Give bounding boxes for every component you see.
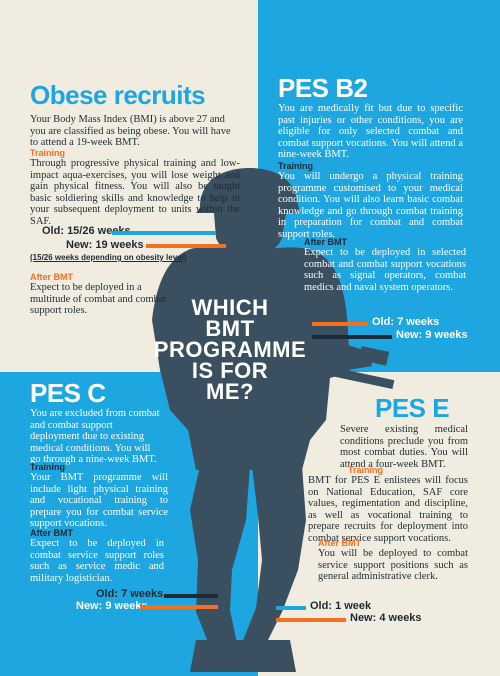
pes-c-new-row: New: 9 weeks [76, 600, 148, 612]
center-title-line-5: ME? [206, 379, 254, 404]
pes-b2-training-label: Training [278, 161, 314, 171]
pes-e-old-row: Old: 1 week [310, 600, 371, 612]
obese-after-label: After BMT [30, 272, 73, 282]
obese-old-label: Old: [42, 225, 64, 237]
pes-e-old-value: 1 week [335, 600, 372, 612]
pes-e-old-bar [276, 606, 306, 610]
pes-c-after-text: Expect to be deployed in combat service … [30, 538, 164, 584]
center-title-line-3: PROGRAMME [153, 337, 307, 362]
obese-after-text: Expect to be deployed in a multitude of … [30, 282, 167, 316]
center-title-line-1: WHICH [191, 295, 269, 320]
pes-c-old-bar [164, 594, 218, 598]
obese-note: (15/26 weeks depending on obesity level) [30, 253, 187, 262]
pes-b2-title: PES B2 [278, 73, 368, 103]
pes-e-training-label: Training [348, 465, 384, 475]
pes-b2-intro: You are medically fit but due to specifi… [278, 103, 463, 160]
obese-title: Obese recruits [30, 80, 206, 110]
pes-b2-after-label: After BMT [304, 237, 347, 247]
pes-b2-new-label: New: [396, 329, 423, 341]
pes-b2-old-row: Old: 7 weeks [372, 316, 439, 328]
pes-c-old-row: Old: 7 weeks [96, 588, 163, 600]
pes-c-after-label: After BMT [30, 528, 73, 538]
obese-old-bar [112, 231, 216, 235]
pes-e-old-label: Old: [310, 600, 332, 612]
obese-new-value: 19 weeks [95, 239, 144, 251]
pes-e-intro: Severe existing medical conditions precl… [340, 424, 468, 470]
pes-e-new-value: 4 weeks [379, 612, 422, 624]
pes-e-new-label: New: [350, 612, 377, 624]
pes-e-after-label: After BMT [318, 538, 361, 548]
pes-c-new-value: 9 weeks [105, 600, 148, 612]
obese-new-label: New: [66, 239, 93, 251]
pes-e-new-row: New: 4 weeks [350, 612, 422, 624]
pes-e-after-text: You will be deployed to combat service s… [318, 548, 468, 582]
pes-c-title: PES C [30, 378, 106, 408]
pes-b2-new-row: New: 9 weeks [396, 329, 468, 341]
obese-training-text: Through progressive physical training an… [30, 158, 240, 227]
center-title: WHICH BMT PROGRAMME IS FOR ME? [150, 295, 310, 404]
pes-e-title: PES E [375, 393, 450, 423]
pes-c-training-text: Your BMT programme will include light ph… [30, 472, 168, 529]
obese-new-bar [146, 244, 226, 248]
center-title-line-2: BMT [205, 316, 255, 341]
pes-c-old-label: Old: [96, 588, 118, 600]
pes-c-new-label: New: [76, 600, 103, 612]
pes-c-old-value: 7 weeks [121, 588, 164, 600]
pes-b2-old-bar [312, 322, 368, 326]
obese-new-row: New: 19 weeks [66, 239, 144, 251]
pes-b2-old-label: Old: [372, 316, 394, 328]
pes-b2-new-value: 9 weeks [425, 329, 468, 341]
center-title-line-4: IS FOR [191, 358, 269, 383]
pes-b2-training-text: You will undergo a physical training pro… [278, 171, 463, 240]
pes-b2-new-bar [312, 335, 392, 339]
pes-c-intro: You are excluded from combat and combat … [30, 408, 160, 465]
pes-b2-old-value: 7 weeks [397, 316, 440, 328]
obese-training-label: Training [30, 148, 66, 158]
pes-b2-after-text: Expect to be deployed in selected combat… [304, 247, 466, 293]
pes-c-new-bar [140, 605, 218, 609]
pes-e-training-text: BMT for PES E enlistees will focus on Na… [308, 475, 468, 544]
pes-e-new-bar [276, 618, 346, 622]
pes-c-training-label: Training [30, 462, 66, 472]
obese-intro: Your Body Mass Index (BMI) is above 27 a… [30, 114, 231, 148]
